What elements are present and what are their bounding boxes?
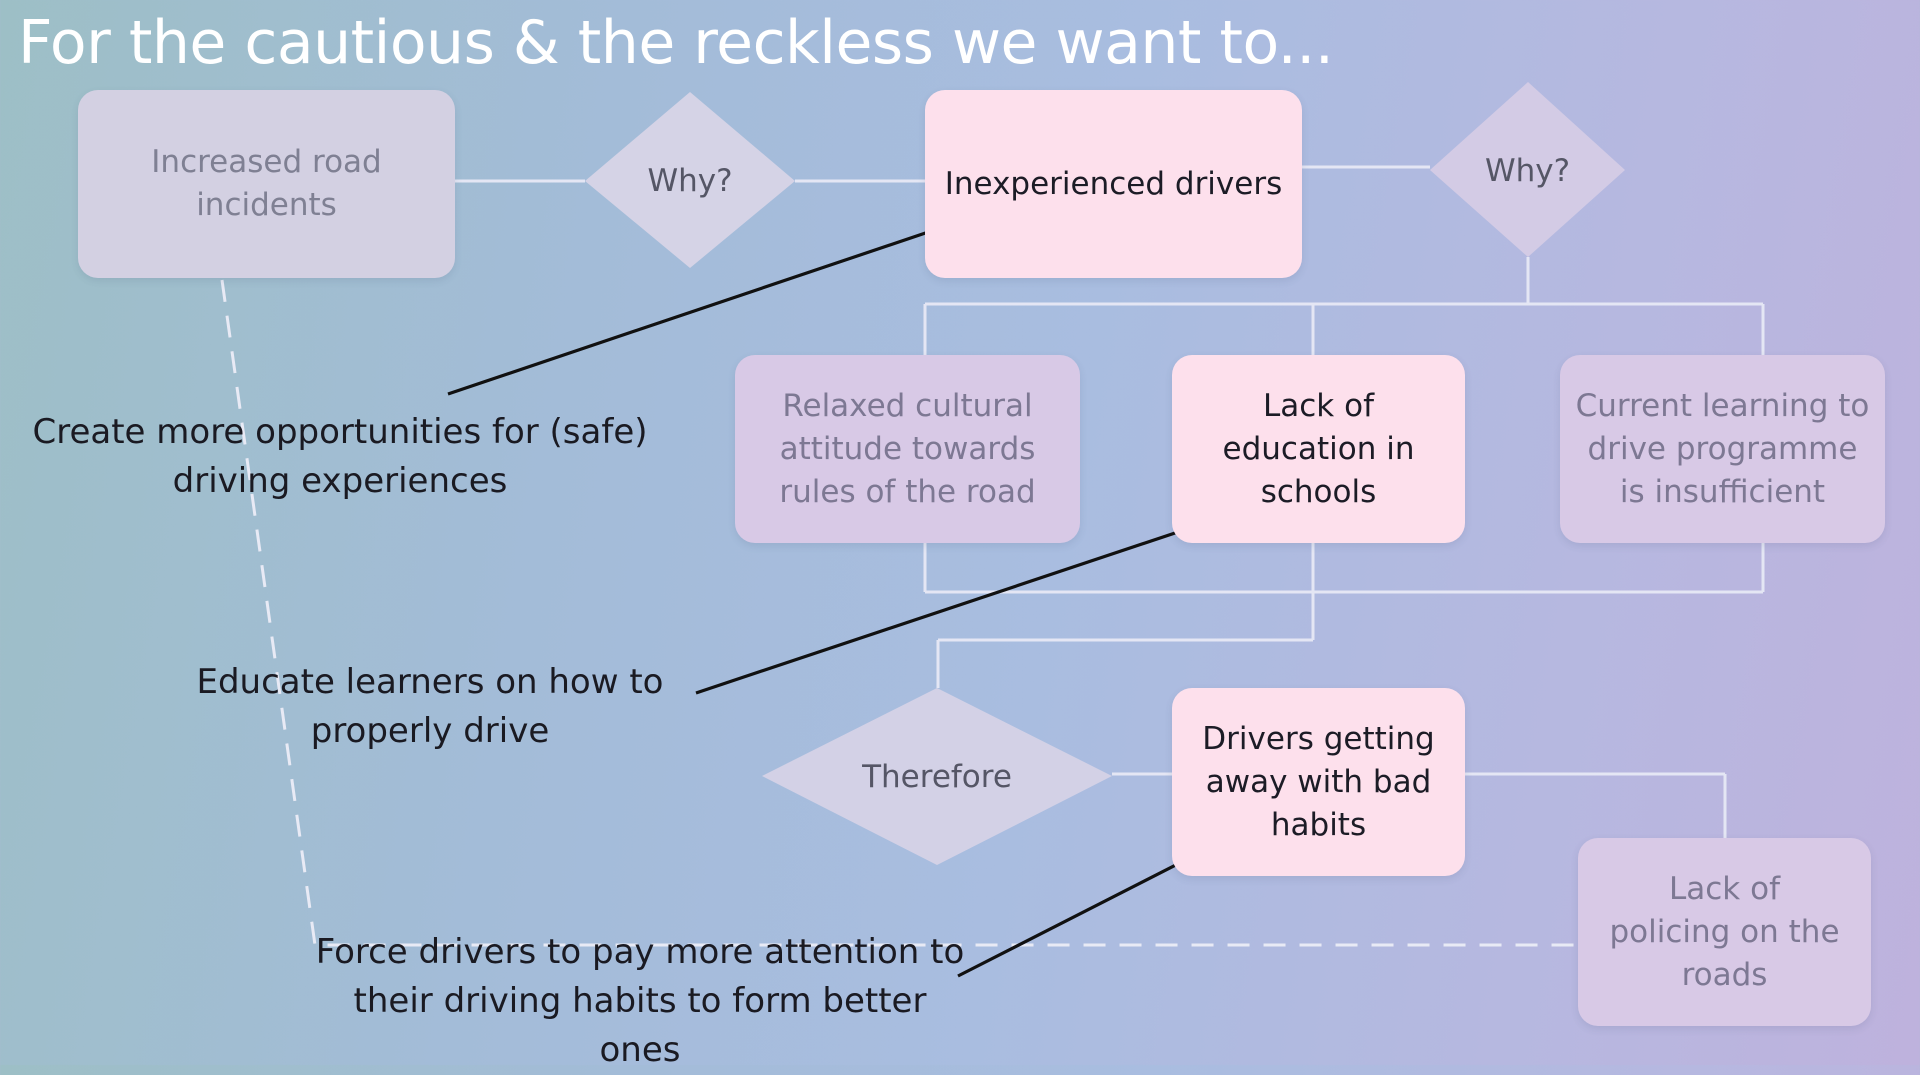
note-create-opportunities: Create more opportunities for (safe) dri… bbox=[32, 412, 648, 501]
note-force-attention: Force drivers to pay more attention to t… bbox=[315, 932, 965, 1070]
node-relaxed-cultural-attitude: Relaxed cultural attitude towards rules … bbox=[735, 355, 1080, 543]
node-lack-of-policing: Lack of policing on the roads bbox=[1578, 838, 1871, 1026]
dashed-connector bbox=[220, 279, 1578, 947]
flow-connectors bbox=[455, 165, 1765, 838]
why-diamond-1 bbox=[585, 92, 795, 268]
node-inexperienced-drivers: Inexperienced drivers bbox=[925, 90, 1302, 278]
why-diamond-2 bbox=[1430, 82, 1625, 257]
node-lack-of-education: Lack of education in schools bbox=[1172, 355, 1465, 543]
note-arrows bbox=[447, 222, 1213, 978]
node-increased-road-incidents: Increased road incidents bbox=[78, 90, 455, 278]
note-educate-learners: Educate learners on how to properly driv… bbox=[196, 662, 664, 751]
therefore-diamond bbox=[762, 688, 1112, 865]
node-current-learning-insufficient: Current learning to drive programme is i… bbox=[1560, 355, 1885, 543]
slide-title: For the cautious & the reckless we want … bbox=[18, 8, 1334, 78]
node-bad-habits: Drivers getting away with bad habits bbox=[1172, 688, 1465, 876]
